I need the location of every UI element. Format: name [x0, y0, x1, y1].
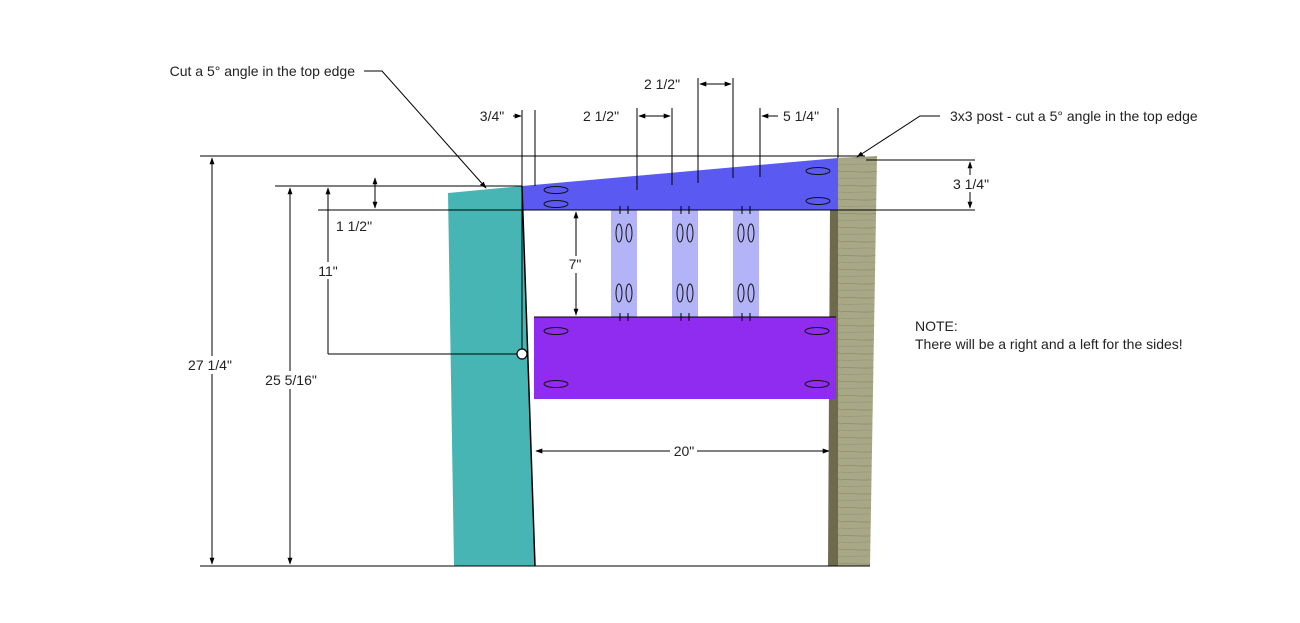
slat-1 — [611, 210, 637, 318]
note-text: There will be a right and a left for the… — [915, 336, 1183, 352]
dim-five-quarter: 5 1/4" — [783, 108, 819, 124]
dim-inner: 25 5/16" — [265, 372, 317, 388]
bottom-rail — [534, 317, 836, 399]
slat-3 — [733, 210, 759, 318]
dimension-lines — [200, 70, 975, 567]
callout-top-right: 3x3 post - cut a 5° angle in the top edg… — [950, 108, 1198, 124]
dim-three-quarter: 3/4" — [480, 108, 504, 124]
dim-gap-2: 2 1/2" — [644, 76, 680, 92]
top-rail — [522, 158, 838, 210]
dim-rail-height: 3 1/4" — [953, 176, 989, 192]
slat-2 — [672, 210, 698, 318]
front-leg — [448, 186, 535, 566]
dim-eleven: 11" — [318, 263, 338, 279]
slats — [611, 210, 759, 318]
pocket-holes — [543, 167, 831, 388]
dim-gap-1: 2 1/2" — [583, 108, 619, 124]
dim-seven: 7" — [569, 256, 582, 272]
dim-one-half: 1 1/2" — [336, 218, 372, 234]
note-title: NOTE: — [915, 318, 958, 334]
dim-twenty: 20" — [674, 443, 695, 459]
back-post — [828, 156, 877, 566]
dim-total: 27 1/4" — [188, 357, 232, 373]
callout-top-left: Cut a 5° angle in the top edge — [170, 63, 356, 79]
dimension-labels: 3/4" 2 1/2" 2 1/2" 5 1/4" 3 1/4" 1 1/2" … — [178, 75, 994, 459]
